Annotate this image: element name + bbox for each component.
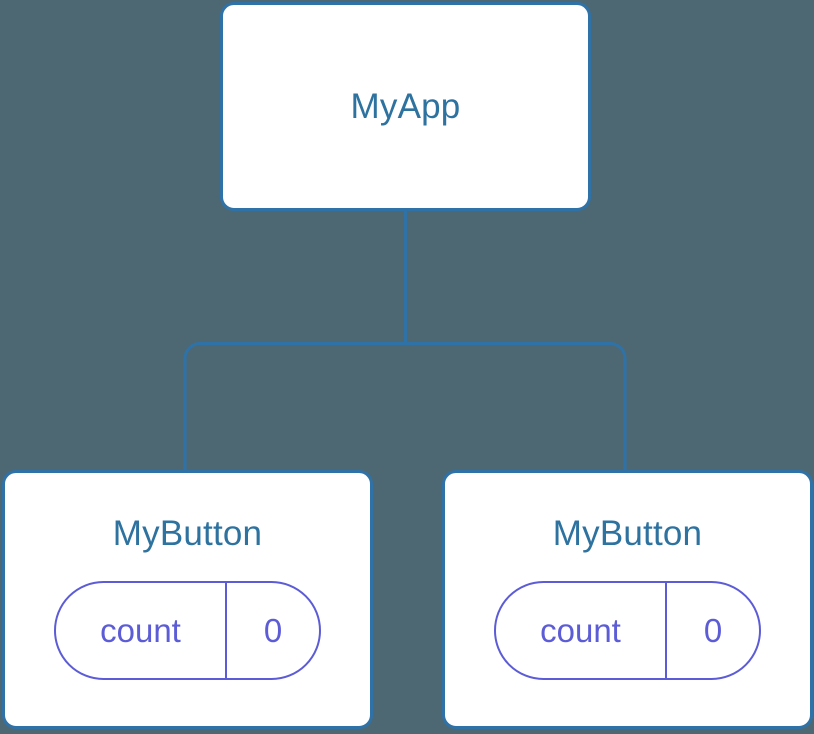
state-value-cell: 0 — [667, 583, 759, 678]
node-mybutton-left[interactable]: MyButton count 0 — [2, 470, 373, 729]
state-value-label: 0 — [263, 611, 283, 649]
connector-branch-right — [405, 342, 627, 472]
state-key-label: count — [540, 611, 621, 649]
state-key-label: count — [100, 611, 181, 649]
state-pill[interactable]: count 0 — [54, 580, 321, 680]
state-key-cell: count — [496, 582, 667, 678]
state-pill[interactable]: count 0 — [494, 580, 761, 680]
node-title: MyButton — [112, 513, 263, 553]
node-myapp[interactable]: MyApp — [220, 2, 591, 211]
state-value-label: 0 — [703, 611, 723, 649]
node-mybutton-right[interactable]: MyButton count 0 — [442, 470, 813, 729]
connector-branch-left — [183, 342, 406, 472]
state-key-cell: count — [56, 582, 227, 678]
state-value-cell: 0 — [227, 583, 319, 678]
node-title: MyApp — [350, 87, 461, 126]
node-title: MyButton — [552, 513, 703, 553]
